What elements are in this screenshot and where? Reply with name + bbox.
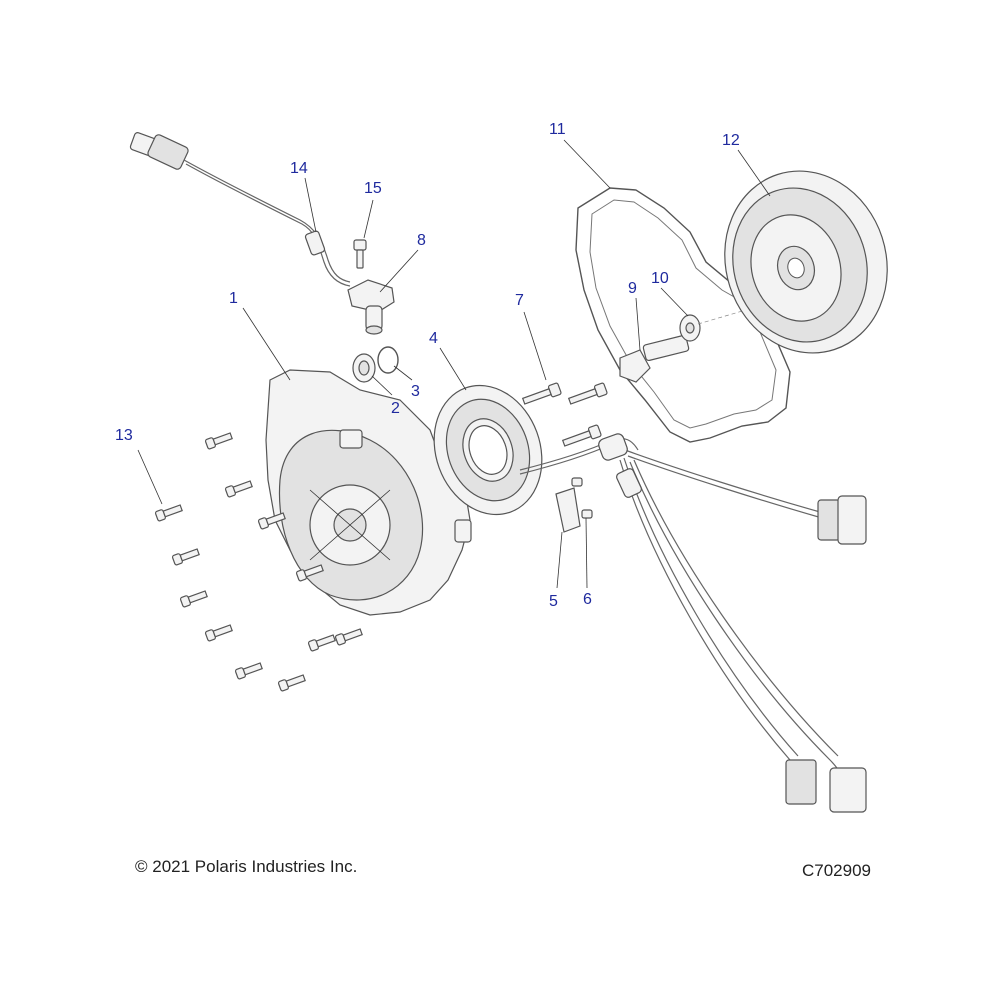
flywheel xyxy=(724,170,888,354)
bearing xyxy=(352,353,376,383)
cover-bolts xyxy=(154,432,363,692)
drawing-number: C702909 xyxy=(802,861,872,880)
callout-10: 10 xyxy=(651,270,669,287)
stator-cover xyxy=(265,369,472,616)
gasket xyxy=(575,187,791,443)
stator-screws xyxy=(521,382,608,447)
callout-14: 14 xyxy=(290,160,308,177)
callout-7: 7 xyxy=(515,292,524,309)
callout-3: 3 xyxy=(411,383,420,400)
callout-2: 2 xyxy=(391,400,400,417)
copyright-text: © 2021 Polaris Industries Inc. xyxy=(135,857,358,876)
sensor-harness xyxy=(129,132,351,287)
speed-sensor xyxy=(347,279,395,335)
callout-6: 6 xyxy=(583,591,592,608)
leader-lines xyxy=(137,139,771,589)
callout-15: 15 xyxy=(364,180,382,197)
callout-12: 12 xyxy=(722,132,740,149)
callout-8: 8 xyxy=(417,232,426,249)
flywheel-bolt xyxy=(619,334,690,383)
callout-9: 9 xyxy=(628,280,637,297)
sensor-bolt xyxy=(353,239,367,269)
stator-harness xyxy=(519,433,867,813)
flywheel-washer xyxy=(679,314,701,342)
snap-ring xyxy=(377,346,399,374)
stator xyxy=(433,384,543,516)
callout-1: 1 xyxy=(229,290,238,307)
callout-4: 4 xyxy=(429,330,438,347)
wire-clamp xyxy=(555,487,581,533)
callout-5: 5 xyxy=(549,593,558,610)
callout-13: 13 xyxy=(115,427,133,444)
callout-11: 11 xyxy=(549,121,566,138)
clamp-screw xyxy=(571,477,593,519)
